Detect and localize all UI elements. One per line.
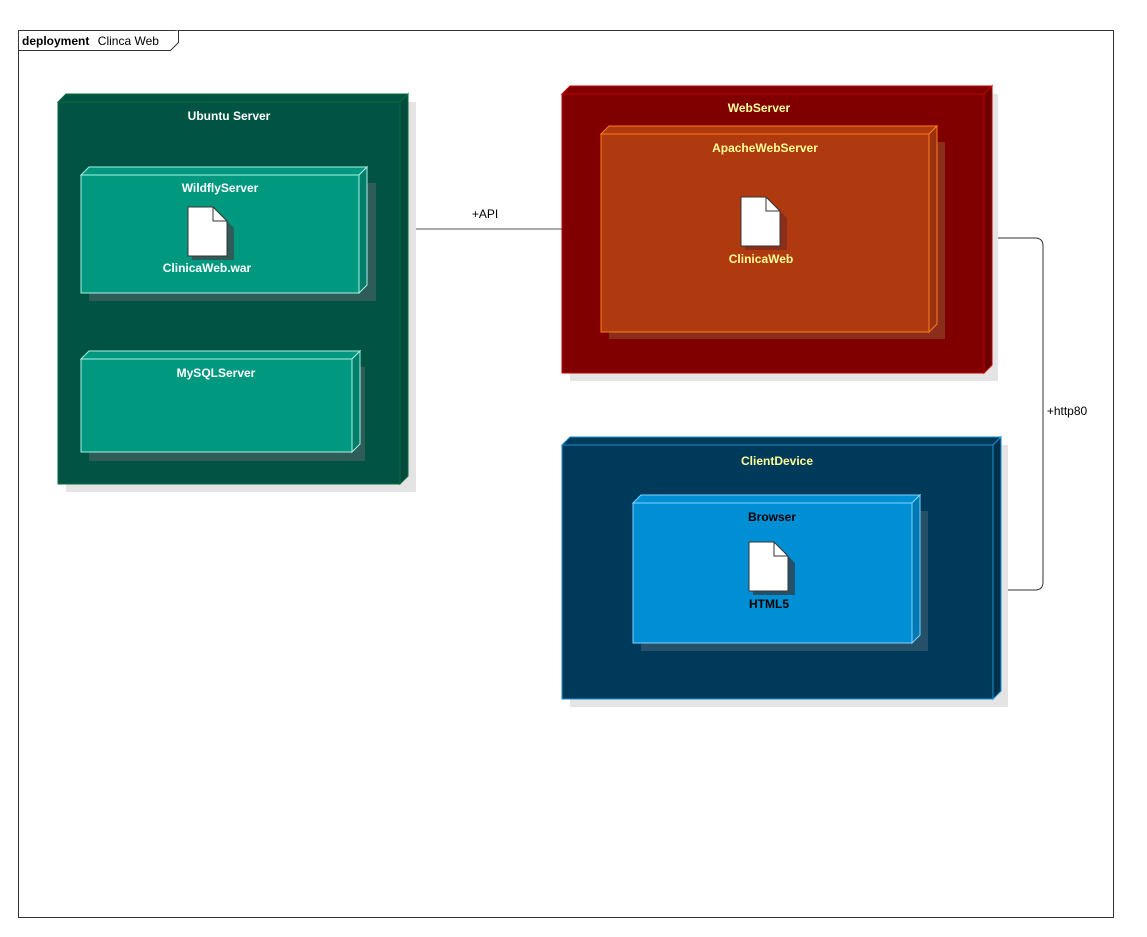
node-ubuntu-server-title: Ubuntu Server	[188, 109, 271, 123]
node-mysql-server[interactable]: MySQLServer	[79, 349, 365, 461]
node-browser-title: Browser	[748, 510, 796, 524]
artifact-file-icon	[187, 206, 234, 260]
node-client-device-title: ClientDevice	[741, 454, 813, 468]
artifact-file-icon	[748, 541, 795, 595]
connector-http80-label: +http80	[1047, 404, 1088, 418]
node-apache-webserver-title: ApacheWebServer	[712, 141, 818, 155]
node-webserver-title: WebServer	[728, 101, 791, 115]
frame-keyword: deployment	[22, 34, 89, 48]
node-mysql-server-title: MySQLServer	[177, 366, 256, 380]
node-browser[interactable]: Browser HTML5	[631, 493, 928, 651]
frame-name: Clinca Web	[98, 34, 159, 48]
node-apache-webserver[interactable]: ApacheWebServer ClinicaWeb	[599, 124, 945, 339]
node-wildfly-server-title: WildflyServer	[182, 181, 259, 195]
frame-title: deployment Clinca Web	[22, 32, 159, 49]
connector-api-label: +API	[472, 207, 498, 221]
node-wildfly-server[interactable]: WildflyServer ClinicaWeb.war	[79, 165, 376, 301]
connector-http80[interactable]	[920, 237, 1044, 591]
artifact-file-icon	[740, 196, 787, 250]
artifact-clinicaweb-war: ClinicaWeb.war	[163, 261, 252, 275]
artifact-clinicaweb: ClinicaWeb	[729, 252, 793, 266]
diagram-frame: deployment Clinca Web	[18, 30, 1114, 918]
artifact-html5: HTML5	[749, 597, 789, 611]
